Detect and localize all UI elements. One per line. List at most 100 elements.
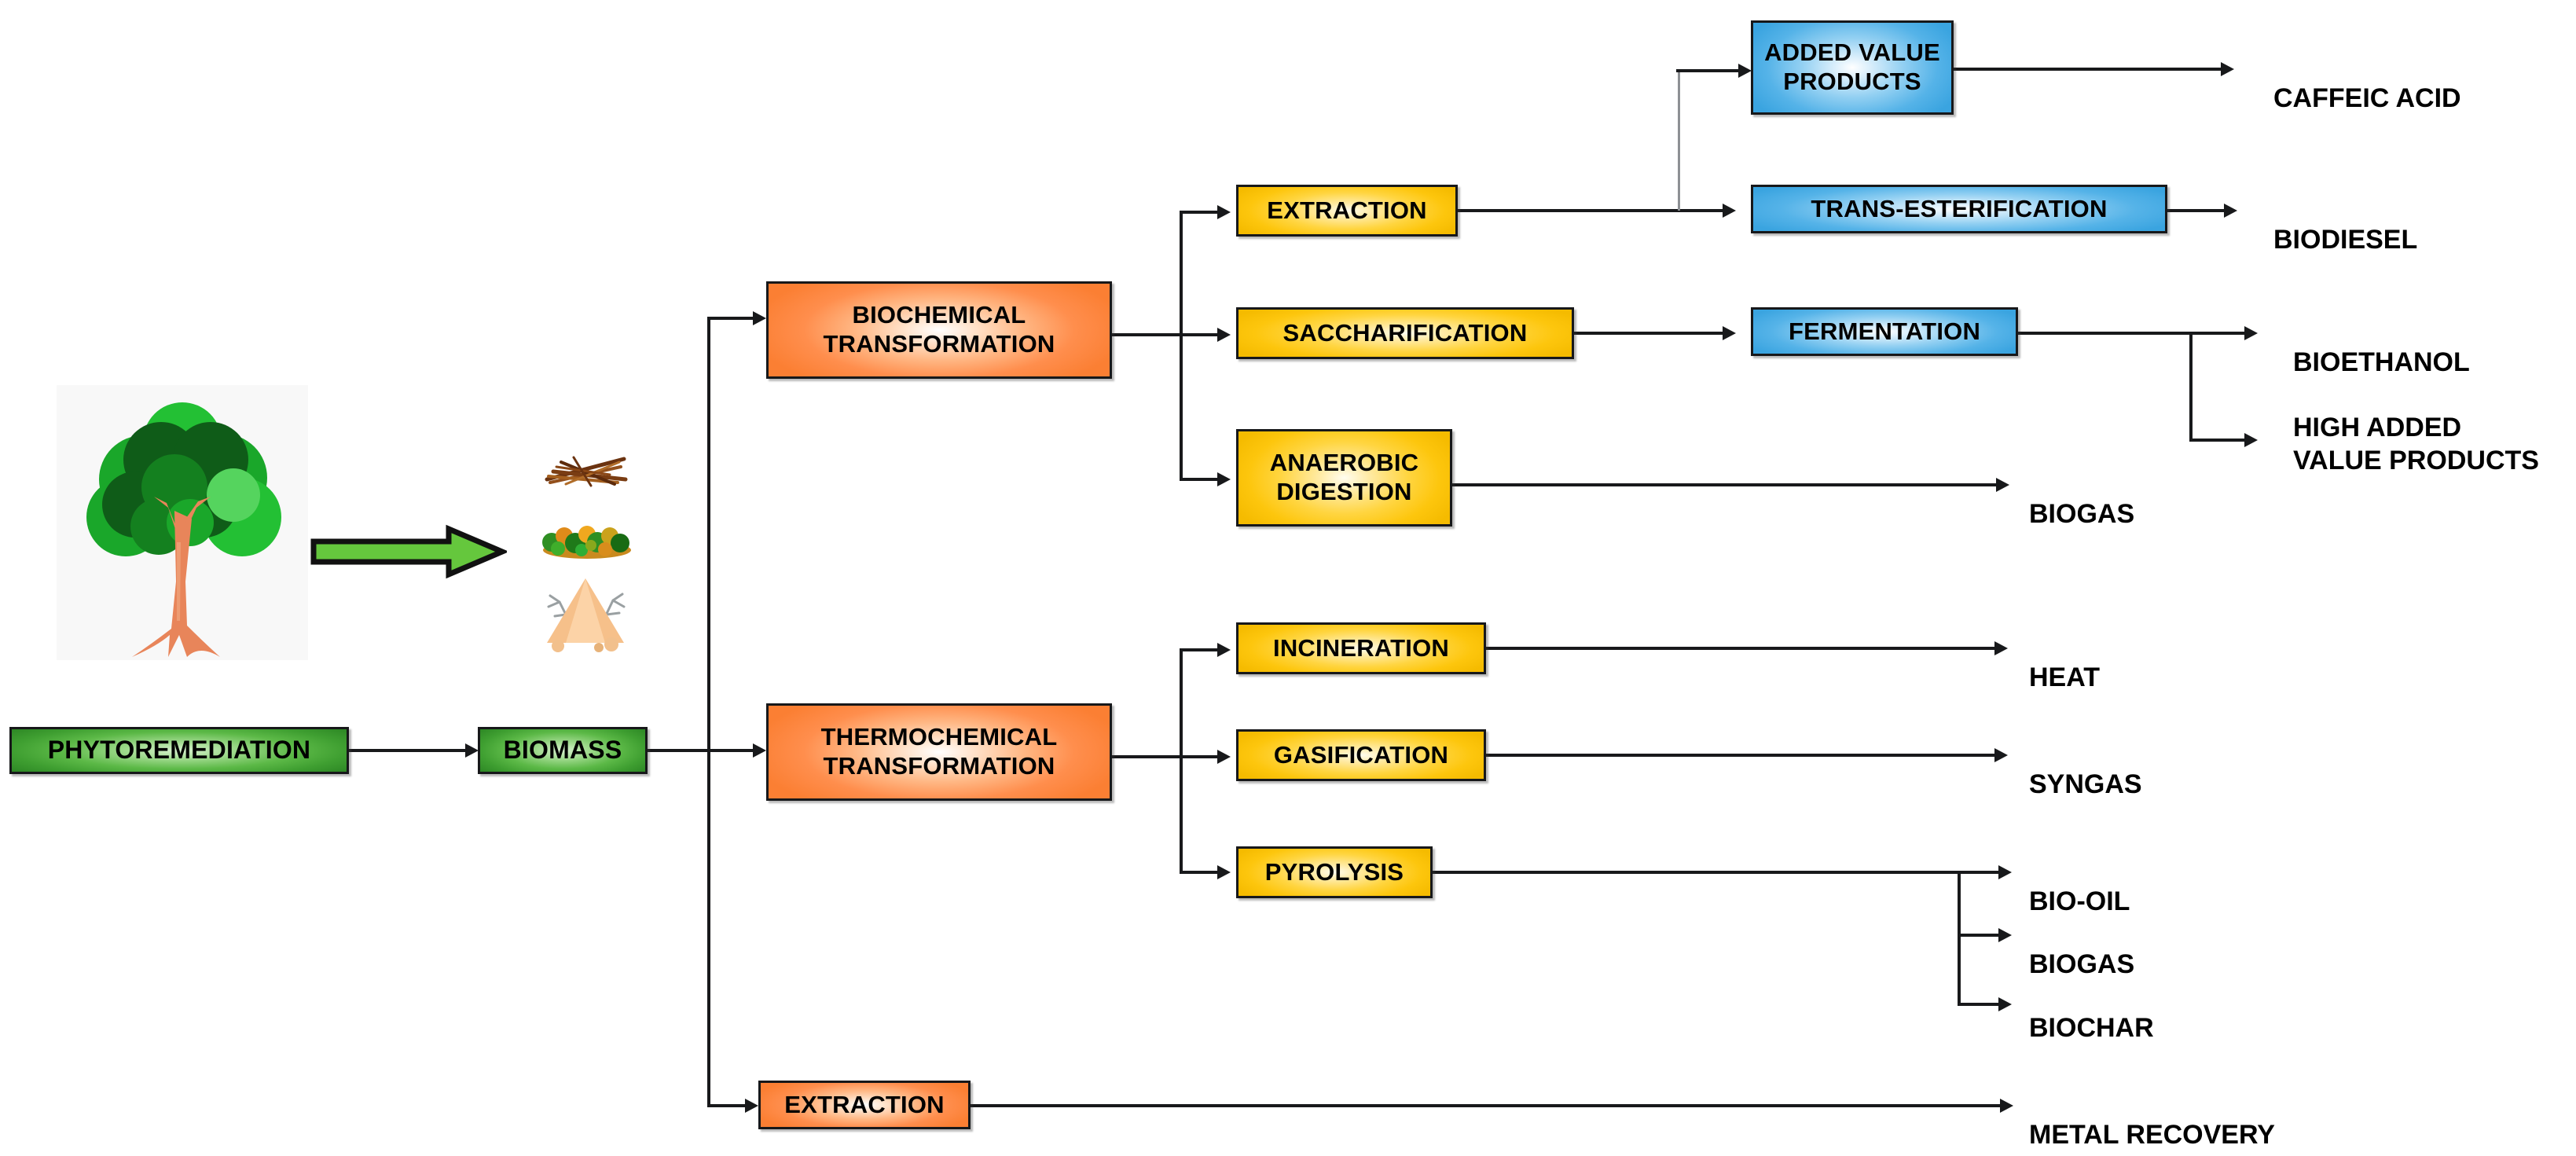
tree-illustration: [57, 385, 308, 660]
node-thermochemical-transformation[interactable]: THERMOCHEMICAL TRANSFORMATION: [766, 703, 1112, 801]
arrowhead-biogas-ad: [1996, 478, 2009, 492]
arrowhead-bio-oil: [1998, 865, 2012, 879]
sawdust-pile-image: [536, 561, 635, 654]
connector-pyrolysis-split: [1958, 871, 1961, 1006]
label-biochar-text: BIOCHAR: [2029, 1013, 2154, 1044]
connector-gasification-syngas: [1486, 754, 2001, 757]
trunk-biochemical: [1180, 211, 1183, 481]
connector-saccharification-fermentation: [1574, 332, 1731, 335]
label-heat: HEAT: [2029, 629, 2100, 695]
arrowhead-metal-recovery: [2000, 1099, 2013, 1113]
label-bio-oil: BIO-OIL: [2029, 853, 2130, 919]
connector-fermentation-bioethanol: [2189, 332, 2252, 335]
arrowhead-caffeic-acid: [2221, 62, 2234, 76]
node-incineration[interactable]: INCINERATION: [1236, 622, 1486, 674]
connector-trunk-thermochemical: [707, 749, 754, 752]
arrowhead-biochem-saccharification: [1217, 328, 1231, 342]
label-biodiesel: BIODIESEL: [2273, 192, 2417, 257]
connector-avp-caffeic: [1954, 68, 2227, 71]
connector-extraction-avp-horizontal: [1676, 69, 1747, 72]
arrowhead-biogas-pyrolysis: [1998, 928, 2012, 942]
node-fermentation[interactable]: FERMENTATION: [1751, 307, 2018, 356]
connector-pyrolysis-biooil: [1958, 871, 2005, 874]
connector-transester-biodiesel: [2167, 209, 2230, 212]
label-bio-oil-text: BIO-OIL: [2029, 886, 2130, 917]
connector-pyrolysis-biogas: [1958, 934, 2005, 937]
label-biochar: BIOCHAR: [2029, 980, 2154, 1045]
arrowhead-transester: [1723, 204, 1736, 218]
connector-trunk-extraction: [707, 1104, 748, 1107]
connector-pyrolysis-out: [1433, 871, 1961, 874]
arrowhead-biochemical: [753, 311, 766, 325]
arrowhead-biochem-extraction: [1217, 205, 1231, 219]
connector-anaerobic-biogas: [1452, 483, 2002, 486]
node-saccharification-label: SACCHARIFICATION: [1282, 318, 1528, 347]
arrowhead-biomass: [465, 743, 479, 758]
arrowhead-incineration: [1217, 643, 1231, 657]
arrowhead-biodiesel: [2224, 204, 2237, 218]
node-pyrolysis-label: PYROLYSIS: [1264, 857, 1404, 886]
node-extraction-metal-label: EXTRACTION: [784, 1090, 945, 1118]
connector-fermentation-highvalue: [2189, 439, 2252, 442]
arrowhead-gasification: [1217, 750, 1231, 764]
node-pyrolysis[interactable]: PYROLYSIS: [1236, 846, 1433, 898]
arrowhead-biochar: [1998, 997, 2012, 1011]
green-block-arrow: [310, 524, 509, 579]
connector-thermo-gasification: [1180, 755, 1220, 758]
trunk-main: [707, 317, 710, 1106]
node-gasification[interactable]: GASIFICATION: [1236, 729, 1486, 781]
label-metal-recovery: METAL RECOVERY: [2029, 1087, 2275, 1152]
node-fermentation-label: FERMENTATION: [1788, 317, 1981, 345]
node-extraction-biochem[interactable]: EXTRACTION: [1236, 185, 1458, 237]
arrowhead-fermentation: [1723, 326, 1736, 340]
connector-extraction-transester: [1458, 209, 1729, 212]
arrowhead-heat: [1994, 641, 2008, 655]
connector-thermo-pyrolysis: [1180, 871, 1220, 874]
node-biochemical-transformation[interactable]: BIOCHEMICAL TRANSFORMATION: [766, 281, 1112, 379]
node-biomass[interactable]: BIOMASS: [478, 727, 648, 774]
label-caffeic-acid: CAFFEIC ACID: [2273, 50, 2461, 116]
arrowhead-extraction-metal: [745, 1099, 758, 1113]
node-biochemical-transformation-label: BIOCHEMICAL TRANSFORMATION: [823, 301, 1055, 358]
node-gasification-label: GASIFICATION: [1273, 740, 1449, 769]
connector-incineration-heat: [1486, 647, 2001, 650]
arrowhead-pyrolysis: [1217, 865, 1231, 879]
node-anaerobic-digestion[interactable]: ANAEROBIC DIGESTION: [1236, 429, 1452, 527]
twigs-branches-image: [542, 448, 633, 489]
node-added-value-products[interactable]: ADDED VALUE PRODUCTS: [1751, 20, 1954, 115]
label-biogas-anaerobic-text: BIOGAS: [2029, 499, 2135, 530]
node-trans-esterification[interactable]: TRANS-ESTERIFICATION: [1751, 185, 2167, 233]
label-bioethanol: BIOETHANOL: [2293, 314, 2470, 380]
connector-fermentation-out: [2018, 332, 2193, 335]
node-phytoremediation-label: PHYTOREMEDIATION: [47, 736, 311, 765]
connector-biochem-anaerobic: [1180, 478, 1220, 481]
label-biogas-pyrolysis: BIOGAS: [2029, 916, 2134, 982]
label-syngas: SYNGAS: [2029, 736, 2142, 802]
node-extraction-metal[interactable]: EXTRACTION: [758, 1081, 971, 1129]
connector-fermentation-split: [2189, 332, 2193, 442]
connector-biochem-extraction: [1180, 211, 1220, 214]
connector-biomass-trunk: [648, 749, 710, 752]
label-biodiesel-text: BIODIESEL: [2273, 225, 2418, 255]
label-bioethanol-text: BIOETHANOL: [2293, 347, 2470, 378]
label-heat-text: HEAT: [2029, 662, 2101, 693]
node-thermochemical-transformation-label: THERMOCHEMICAL TRANSFORMATION: [820, 723, 1058, 780]
arrowhead-biochem-anaerobic: [1217, 472, 1231, 486]
node-anaerobic-digestion-label: ANAEROBIC DIGESTION: [1269, 449, 1419, 505]
connector-biochem-saccharification: [1180, 333, 1220, 336]
connector-trunk-biochemical: [707, 317, 754, 320]
arrowhead-added-value-products: [1738, 64, 1752, 78]
trunk-thermochemical: [1180, 648, 1183, 872]
arrowhead-syngas: [1994, 748, 2008, 762]
connector-extraction-avp-vertical: [1678, 69, 1680, 211]
node-phytoremediation[interactable]: PHYTOREMEDIATION: [9, 727, 349, 774]
node-added-value-products-label: ADDED VALUE PRODUCTS: [1764, 39, 1940, 95]
arrowhead-bioethanol: [2244, 326, 2258, 340]
node-saccharification[interactable]: SACCHARIFICATION: [1236, 307, 1574, 359]
node-extraction-biochem-label: EXTRACTION: [1267, 196, 1427, 224]
label-syngas-text: SYNGAS: [2029, 769, 2142, 800]
node-trans-esterification-label: TRANS-ESTERIFICATION: [1811, 194, 2108, 222]
leaf-litter-image: [541, 519, 633, 560]
connector-extraction-metalrecovery: [971, 1104, 2006, 1107]
